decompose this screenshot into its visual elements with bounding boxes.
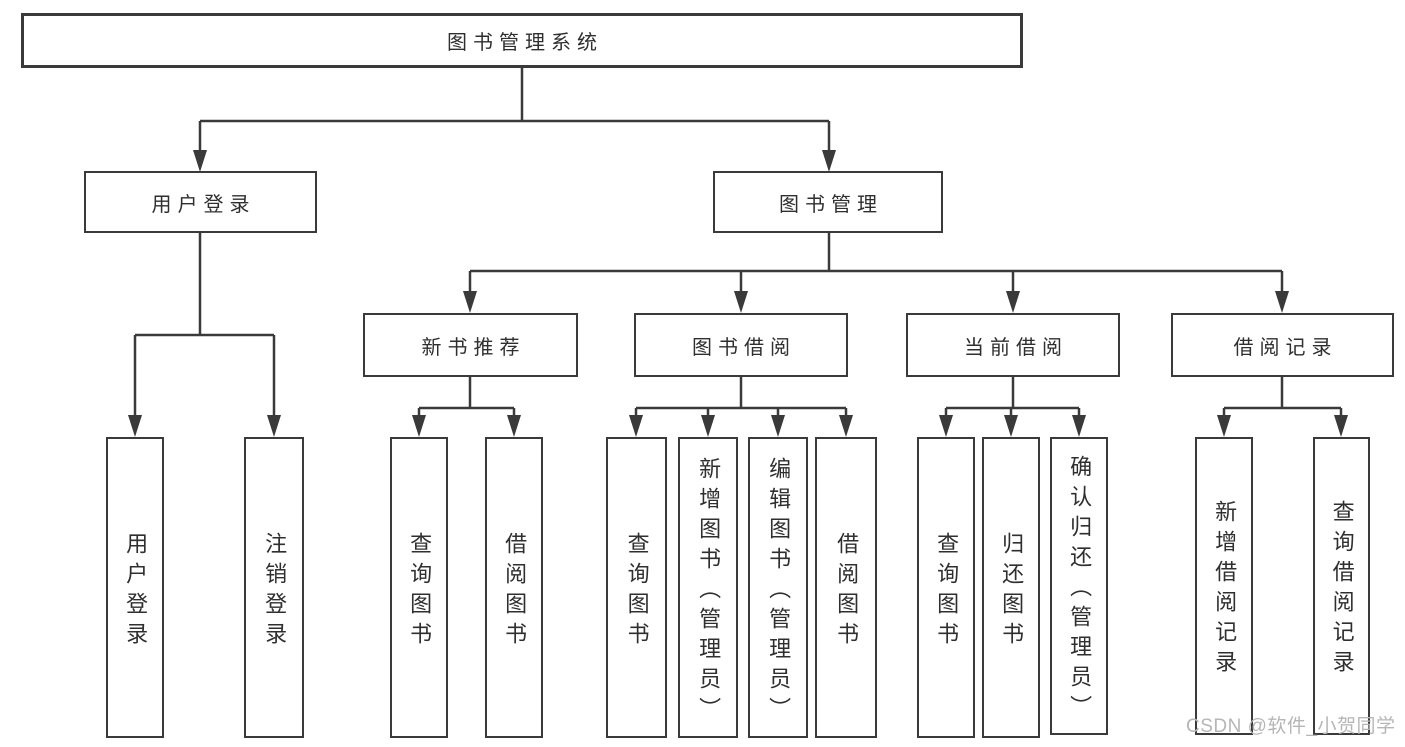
node-label: 编辑图书（管理员） bbox=[766, 456, 792, 727]
node-label: 查询借阅记录 bbox=[1329, 500, 1355, 680]
node-label: 图书借阅 bbox=[692, 336, 796, 359]
node-root: 图书管理系统 bbox=[21, 13, 1023, 68]
node-label: 注销登录 bbox=[262, 531, 288, 652]
node-label: 确认归还（管理员） bbox=[1067, 455, 1093, 725]
leaf-borrow-edit-book: 编辑图书（管理员） bbox=[748, 437, 808, 738]
leaf-recommend-query-book: 查询图书 bbox=[390, 437, 448, 738]
leaf-current-confirm-return: 确认归还（管理员） bbox=[1050, 437, 1108, 735]
node-borrow-record: 借阅记录 bbox=[1171, 313, 1394, 377]
leaf-user-login: 用户登录 bbox=[106, 437, 164, 738]
node-label: 用户登录 bbox=[123, 531, 149, 652]
node-label: 当前借阅 bbox=[964, 336, 1068, 359]
leaf-record-query: 查询借阅记录 bbox=[1313, 437, 1370, 735]
node-label: 查询图书 bbox=[407, 531, 433, 652]
node-book-borrow: 图书借阅 bbox=[634, 313, 848, 377]
leaf-borrow-add-book: 新增图书（管理员） bbox=[678, 437, 738, 738]
leaf-current-query-book: 查询图书 bbox=[917, 437, 975, 738]
node-label: 图书管理系统 bbox=[447, 32, 603, 54]
node-user-login: 用户登录 bbox=[84, 171, 317, 233]
node-current-borrow: 当前借阅 bbox=[906, 313, 1120, 377]
node-label: 借阅图书 bbox=[834, 531, 860, 652]
leaf-current-return-book: 归还图书 bbox=[982, 437, 1040, 738]
node-label: 查询图书 bbox=[624, 531, 650, 652]
node-new-book-recommend: 新书推荐 bbox=[363, 313, 578, 377]
watermark: CSDN @软件_小贺同学 bbox=[1186, 716, 1396, 737]
leaf-recommend-borrow-book: 借阅图书 bbox=[485, 437, 543, 738]
node-label: 用户登录 bbox=[151, 193, 256, 216]
leaf-logout: 注销登录 bbox=[244, 437, 304, 738]
node-label: 借阅记录 bbox=[1233, 336, 1338, 359]
leaf-borrow-query-book: 查询图书 bbox=[606, 437, 667, 738]
leaf-record-add: 新增借阅记录 bbox=[1195, 437, 1253, 735]
node-label: 归还图书 bbox=[999, 531, 1025, 652]
node-label: 查询图书 bbox=[934, 531, 960, 652]
node-label: 新书推荐 bbox=[421, 336, 526, 359]
node-book-management: 图书管理 bbox=[713, 171, 943, 233]
node-label: 图书管理 bbox=[779, 193, 883, 216]
node-label: 新增借阅记录 bbox=[1212, 500, 1238, 680]
node-label: 借阅图书 bbox=[502, 531, 528, 652]
leaf-borrow-borrow-book: 借阅图书 bbox=[815, 437, 877, 738]
node-label: 新增图书（管理员） bbox=[696, 456, 722, 727]
